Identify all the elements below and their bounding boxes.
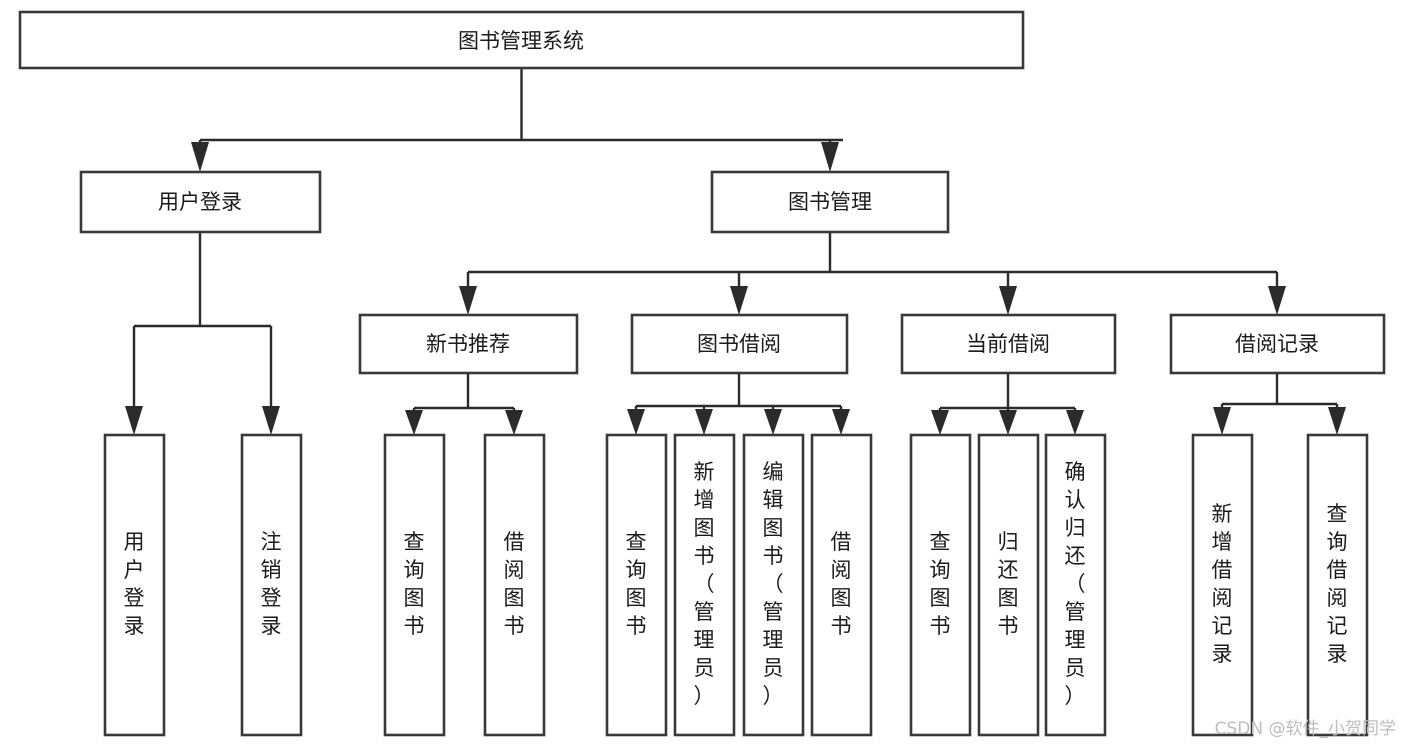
node-new-book-recommend-label: 新书推荐 bbox=[426, 332, 510, 356]
leaf-new-book-1-box[interactable] bbox=[383, 433, 446, 737]
leaf-book-borrow-1-label: 查询图书 bbox=[626, 530, 647, 638]
leaf-current-borrow-3[interactable]: 确认归还（管理员） bbox=[1044, 433, 1107, 737]
arrow-root-to-user-login bbox=[191, 142, 209, 172]
leaf-book-borrow-4-box[interactable] bbox=[810, 433, 873, 737]
leaf-current-borrow-2-box[interactable] bbox=[977, 433, 1040, 737]
leaf-book-borrow-1[interactable]: 查询图书 bbox=[605, 433, 668, 737]
leaf-book-borrow-2-box[interactable] bbox=[673, 433, 736, 737]
node-root-label: 图书管理系统 bbox=[458, 29, 584, 53]
node-current-borrow-label: 当前借阅 bbox=[966, 332, 1050, 356]
leaf-book-borrow-3-box[interactable] bbox=[742, 433, 805, 737]
leaf-borrow-records-1-box[interactable] bbox=[1191, 433, 1254, 737]
arrow-currentborrow-to-leaf-3 bbox=[1066, 410, 1084, 435]
leaf-borrow-records-1[interactable]: 新增借阅记录 bbox=[1191, 433, 1254, 737]
leaf-new-book-1[interactable]: 查询图书 bbox=[383, 433, 446, 737]
leaf-current-borrow-1[interactable]: 查询图书 bbox=[909, 433, 972, 737]
arrow-userlogin-to-leaf-1 bbox=[125, 406, 143, 435]
node-borrow-records[interactable]: 借阅记录 bbox=[1169, 313, 1386, 375]
node-book-management-label: 图书管理 bbox=[788, 190, 872, 214]
node-user-login-box[interactable] bbox=[79, 170, 322, 234]
leaf-borrow-records-2-label: 查询借阅记录 bbox=[1327, 502, 1348, 666]
leaf-borrow-records-2[interactable]: 查询借阅记录 bbox=[1306, 433, 1369, 737]
leaf-new-book-1-label: 查询图书 bbox=[404, 530, 425, 638]
leaf-book-borrow-4-label: 借阅图书 bbox=[831, 530, 852, 638]
node-user-login-label: 用户登录 bbox=[158, 190, 242, 214]
leaf-current-borrow-1-box[interactable] bbox=[909, 433, 972, 737]
arrow-root-to-book-mgmt bbox=[821, 142, 839, 172]
leaf-current-borrow-2-label: 归还图书 bbox=[998, 530, 1019, 638]
leaf-user-login-1-label: 用户登录 bbox=[124, 530, 145, 638]
node-borrow-records-label: 借阅记录 bbox=[1235, 332, 1319, 356]
arrow-bookmgmt-to-book-borrow bbox=[730, 286, 748, 315]
arrow-newbook-to-leaf-1 bbox=[405, 410, 423, 435]
leaf-user-login-1-box[interactable] bbox=[103, 433, 166, 737]
leaf-book-borrow-4[interactable]: 借阅图书 bbox=[810, 433, 873, 737]
arrow-bookborrow-to-leaf-3 bbox=[764, 409, 782, 435]
leaf-borrow-records-1-label: 新增借阅记录 bbox=[1212, 502, 1233, 666]
node-current-borrow-box[interactable] bbox=[900, 313, 1117, 375]
arrow-bookborrow-to-leaf-2 bbox=[695, 409, 713, 435]
node-book-management[interactable]: 图书管理 bbox=[710, 170, 950, 234]
leaf-book-borrow-1-box[interactable] bbox=[605, 433, 668, 737]
node-book-borrow[interactable]: 图书借阅 bbox=[630, 313, 849, 375]
arrow-borrowrecords-to-leaf-1 bbox=[1213, 407, 1231, 435]
arrow-bookmgmt-to-new-book bbox=[459, 286, 477, 315]
leaf-user-login-2-label: 注销登录 bbox=[261, 530, 282, 638]
leaf-new-book-2-box[interactable] bbox=[483, 433, 546, 737]
leaf-user-login-1[interactable]: 用户登录 bbox=[103, 433, 166, 737]
leaf-user-login-2[interactable]: 注销登录 bbox=[240, 433, 303, 737]
arrow-borrowrecords-to-leaf-2 bbox=[1328, 407, 1346, 435]
node-root[interactable]: 图书管理系统 bbox=[18, 10, 1025, 70]
node-new-book-recommend[interactable]: 新书推荐 bbox=[358, 313, 579, 375]
leaf-current-borrow-3-box[interactable] bbox=[1044, 433, 1107, 737]
leaf-new-book-2-label: 借阅图书 bbox=[504, 530, 525, 638]
arrow-currentborrow-to-leaf-2 bbox=[999, 410, 1017, 435]
leaf-current-borrow-1-label: 查询图书 bbox=[930, 530, 951, 638]
arrow-currentborrow-to-leaf-1 bbox=[931, 410, 949, 435]
node-borrow-records-box[interactable] bbox=[1169, 313, 1386, 375]
leaf-book-borrow-3-label: 编辑图书（管理员） bbox=[763, 460, 784, 708]
arrow-bookborrow-to-leaf-1 bbox=[627, 409, 645, 435]
leaf-book-borrow-2-label: 新增图书（管理员） bbox=[694, 460, 715, 708]
leaf-book-borrow-3[interactable]: 编辑图书（管理员） bbox=[742, 433, 805, 737]
arrow-bookmgmt-to-current-borrow bbox=[999, 286, 1017, 315]
connector-layer bbox=[125, 68, 1346, 435]
node-user-login[interactable]: 用户登录 bbox=[79, 170, 322, 234]
arrow-bookborrow-to-leaf-4 bbox=[832, 409, 850, 435]
leaf-new-book-2[interactable]: 借阅图书 bbox=[483, 433, 546, 737]
leaf-borrow-records-2-box[interactable] bbox=[1306, 433, 1369, 737]
leaf-user-login-2-box[interactable] bbox=[240, 433, 303, 737]
node-root-box[interactable] bbox=[18, 10, 1025, 70]
arrow-userlogin-to-leaf-2 bbox=[262, 406, 280, 435]
leaf-book-borrow-2[interactable]: 新增图书（管理员） bbox=[673, 433, 736, 737]
leaf-current-borrow-2[interactable]: 归还图书 bbox=[977, 433, 1040, 737]
node-current-borrow[interactable]: 当前借阅 bbox=[900, 313, 1117, 375]
node-book-management-box[interactable] bbox=[710, 170, 950, 234]
node-book-borrow-box[interactable] bbox=[630, 313, 849, 375]
arrow-bookmgmt-to-borrow-records bbox=[1268, 286, 1286, 315]
arrow-newbook-to-leaf-2 bbox=[505, 410, 523, 435]
node-new-book-recommend-box[interactable] bbox=[358, 313, 579, 375]
node-book-borrow-label: 图书借阅 bbox=[697, 332, 781, 356]
csdn-watermark: CSDN @软件_小贺同学 bbox=[1215, 719, 1396, 739]
leaf-current-borrow-3-label: 确认归还（管理员） bbox=[1065, 460, 1086, 708]
